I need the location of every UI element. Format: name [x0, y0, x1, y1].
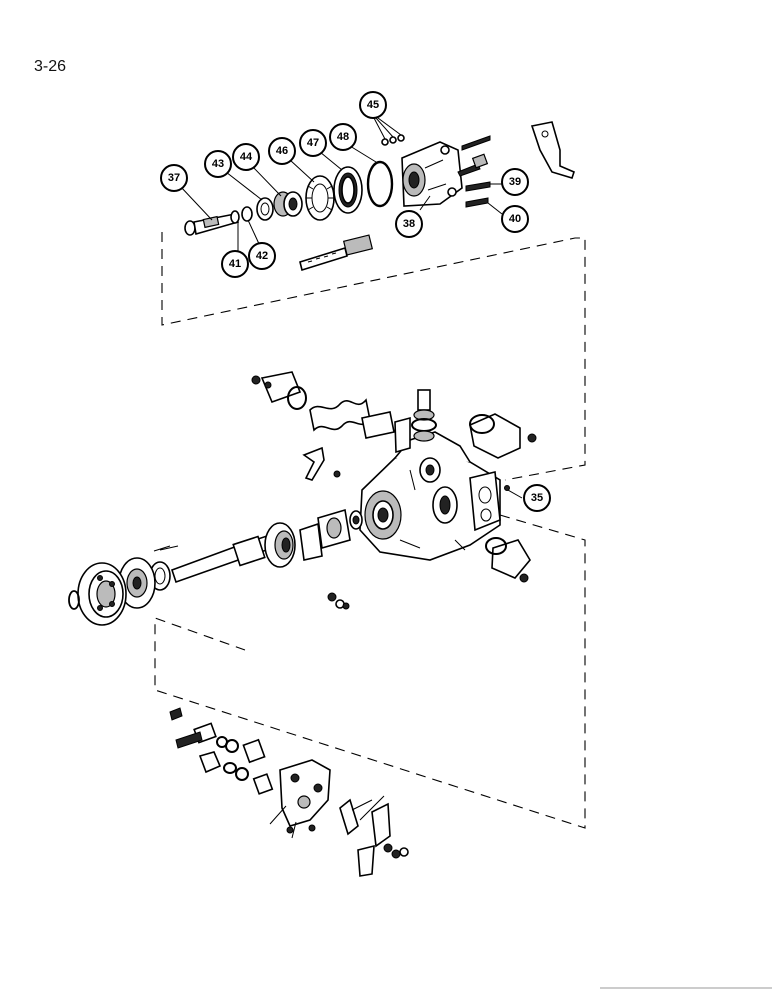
callout-label: 38 — [403, 218, 415, 230]
callout-45: 45 — [359, 91, 387, 119]
callout-label: 39 — [509, 176, 521, 188]
callout-43: 43 — [204, 150, 232, 178]
callout-47: 47 — [299, 129, 327, 157]
callout-40: 40 — [501, 205, 529, 233]
bracket-part — [530, 121, 575, 179]
screw-part — [381, 138, 389, 146]
lower-subassembly — [169, 707, 409, 877]
washer-part — [241, 206, 253, 222]
callout-label: 44 — [240, 151, 253, 163]
spring-plate-part — [305, 175, 335, 221]
callout-label: 47 — [307, 137, 319, 149]
callout-41: 41 — [221, 250, 249, 278]
callout-42: 42 — [248, 242, 276, 270]
callout-35: 35 — [523, 484, 551, 512]
callout-37: 37 — [160, 164, 188, 192]
o-ring-part — [366, 160, 394, 208]
valve-plunger-part — [299, 234, 374, 272]
screw-part — [465, 197, 489, 208]
ring-part — [256, 197, 274, 221]
callout-label: 45 — [367, 99, 379, 111]
housing-small-parts — [251, 371, 537, 610]
callout-label: 37 — [168, 172, 180, 184]
pump-housing — [359, 431, 501, 561]
bushing-part — [273, 191, 303, 217]
screw-part — [389, 136, 397, 144]
end-cover-part — [401, 141, 463, 207]
screw-part — [465, 181, 491, 192]
leader-lines — [179, 117, 523, 499]
callout-38: 38 — [395, 210, 423, 238]
callout-39: 39 — [501, 168, 529, 196]
washer-part — [230, 210, 240, 224]
callout-label: 48 — [337, 131, 349, 143]
callout-44: 44 — [232, 143, 260, 171]
bolt-part — [457, 135, 491, 177]
callout-46: 46 — [268, 137, 296, 165]
page-number: 3-26 — [34, 58, 67, 75]
upper-subassembly — [184, 121, 575, 272]
drive-pin-part — [184, 213, 240, 236]
callout-label: 43 — [212, 158, 224, 170]
callout-label: 35 — [531, 492, 543, 504]
callout-label: 42 — [256, 250, 268, 262]
drive-shaft-assembly — [68, 508, 363, 626]
callout-label: 41 — [229, 258, 241, 270]
screw-part — [397, 134, 405, 142]
callout-label: 46 — [276, 145, 288, 157]
callout-48: 48 — [329, 123, 357, 151]
assembly-guide-lines — [154, 232, 586, 829]
callout-label: 40 — [509, 213, 521, 225]
